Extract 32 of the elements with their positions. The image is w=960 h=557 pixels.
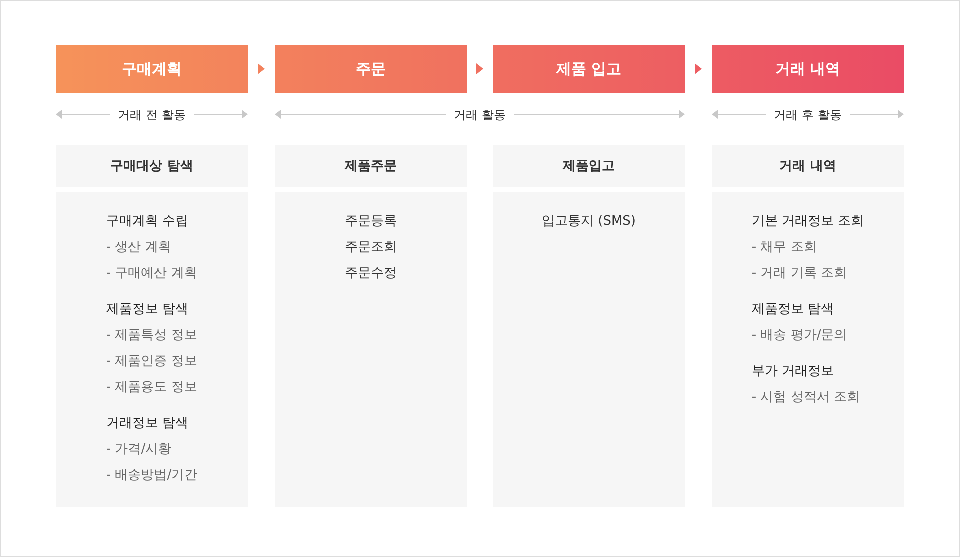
list-heading: 제품정보 탐색	[752, 301, 834, 319]
list-item: - 시험 성적서 조회	[752, 389, 860, 407]
arrow	[258, 64, 265, 74]
section-title-bar: 구매대상 탐색	[56, 145, 248, 187]
list-item: 입고통지 (SMS)	[542, 213, 636, 231]
list-heading: 구매계획 수립	[106, 213, 189, 231]
step-banner: 거래 내역	[712, 45, 904, 93]
step-banner: 주문	[275, 45, 467, 93]
section-title-bar: 제품주문	[275, 145, 467, 187]
list-heading: 기본 거래정보 조회	[752, 213, 864, 231]
arrow	[476, 64, 484, 74]
arrow	[695, 64, 702, 74]
list-item: - 배송방법/기간	[106, 467, 198, 485]
list-item: - 제품용도 정보	[106, 379, 198, 397]
list-heading: 제품정보 탐색	[106, 301, 189, 319]
list-item: - 제품특성 정보	[106, 327, 198, 345]
list-item: - 생산 계획	[106, 239, 172, 257]
list-item: - 거래 기록 조회	[752, 265, 847, 283]
list-item: - 가격/시황	[106, 441, 172, 459]
list-item: 주문등록	[345, 213, 397, 231]
list-item: - 제품인증 정보	[106, 353, 198, 371]
list-item: - 구매예산 계획	[106, 265, 198, 283]
list-item: - 배송 평가/문의	[752, 327, 848, 345]
list-heading: 부가 거래정보	[752, 363, 834, 381]
list-item: - 채무 조회	[752, 239, 817, 257]
step-banner: 구매계획	[56, 45, 248, 93]
list-item: 주문수정	[345, 265, 397, 283]
list-item: 주문조회	[345, 239, 397, 257]
list-heading: 거래정보 탐색	[106, 415, 189, 433]
section-title-bar: 거래 내역	[712, 145, 904, 187]
step-banner: 제품 입고	[493, 45, 685, 93]
section-title-bar: 제품입고	[493, 145, 685, 187]
